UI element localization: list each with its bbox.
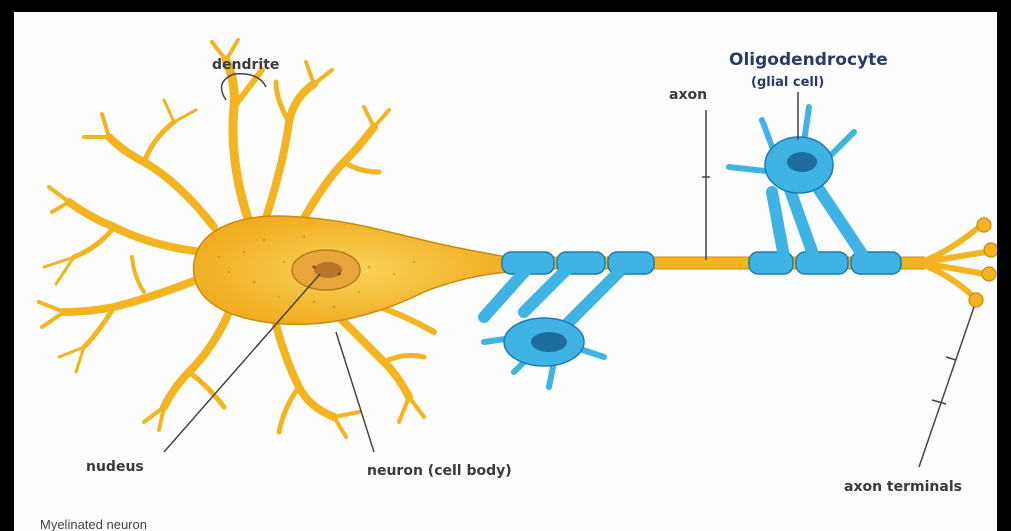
glial-cell-lower	[484, 270, 619, 387]
glial-cell-upper	[729, 107, 864, 257]
axon-label: axon	[669, 88, 707, 102]
diagram-frame: dendrite Oligodendrocyte (glial cell) ax…	[14, 12, 997, 531]
oligodendrocyte-label: Oligodendrocyte	[729, 52, 888, 69]
dendrite-label: dendrite	[212, 58, 279, 72]
axon-terminals-label: axon terminals	[844, 480, 962, 494]
nucleus	[292, 250, 360, 290]
cell-body-label: neuron (cell body)	[367, 464, 512, 478]
nucleus-label: nudeus	[86, 460, 144, 474]
diagram-caption: Myelinated neuron	[40, 517, 147, 531]
glial-cell-label: (glial cell)	[751, 76, 824, 89]
axon-terminals	[919, 218, 997, 307]
neuron-diagram	[14, 12, 997, 531]
axon-terminals-pointer	[919, 307, 974, 467]
